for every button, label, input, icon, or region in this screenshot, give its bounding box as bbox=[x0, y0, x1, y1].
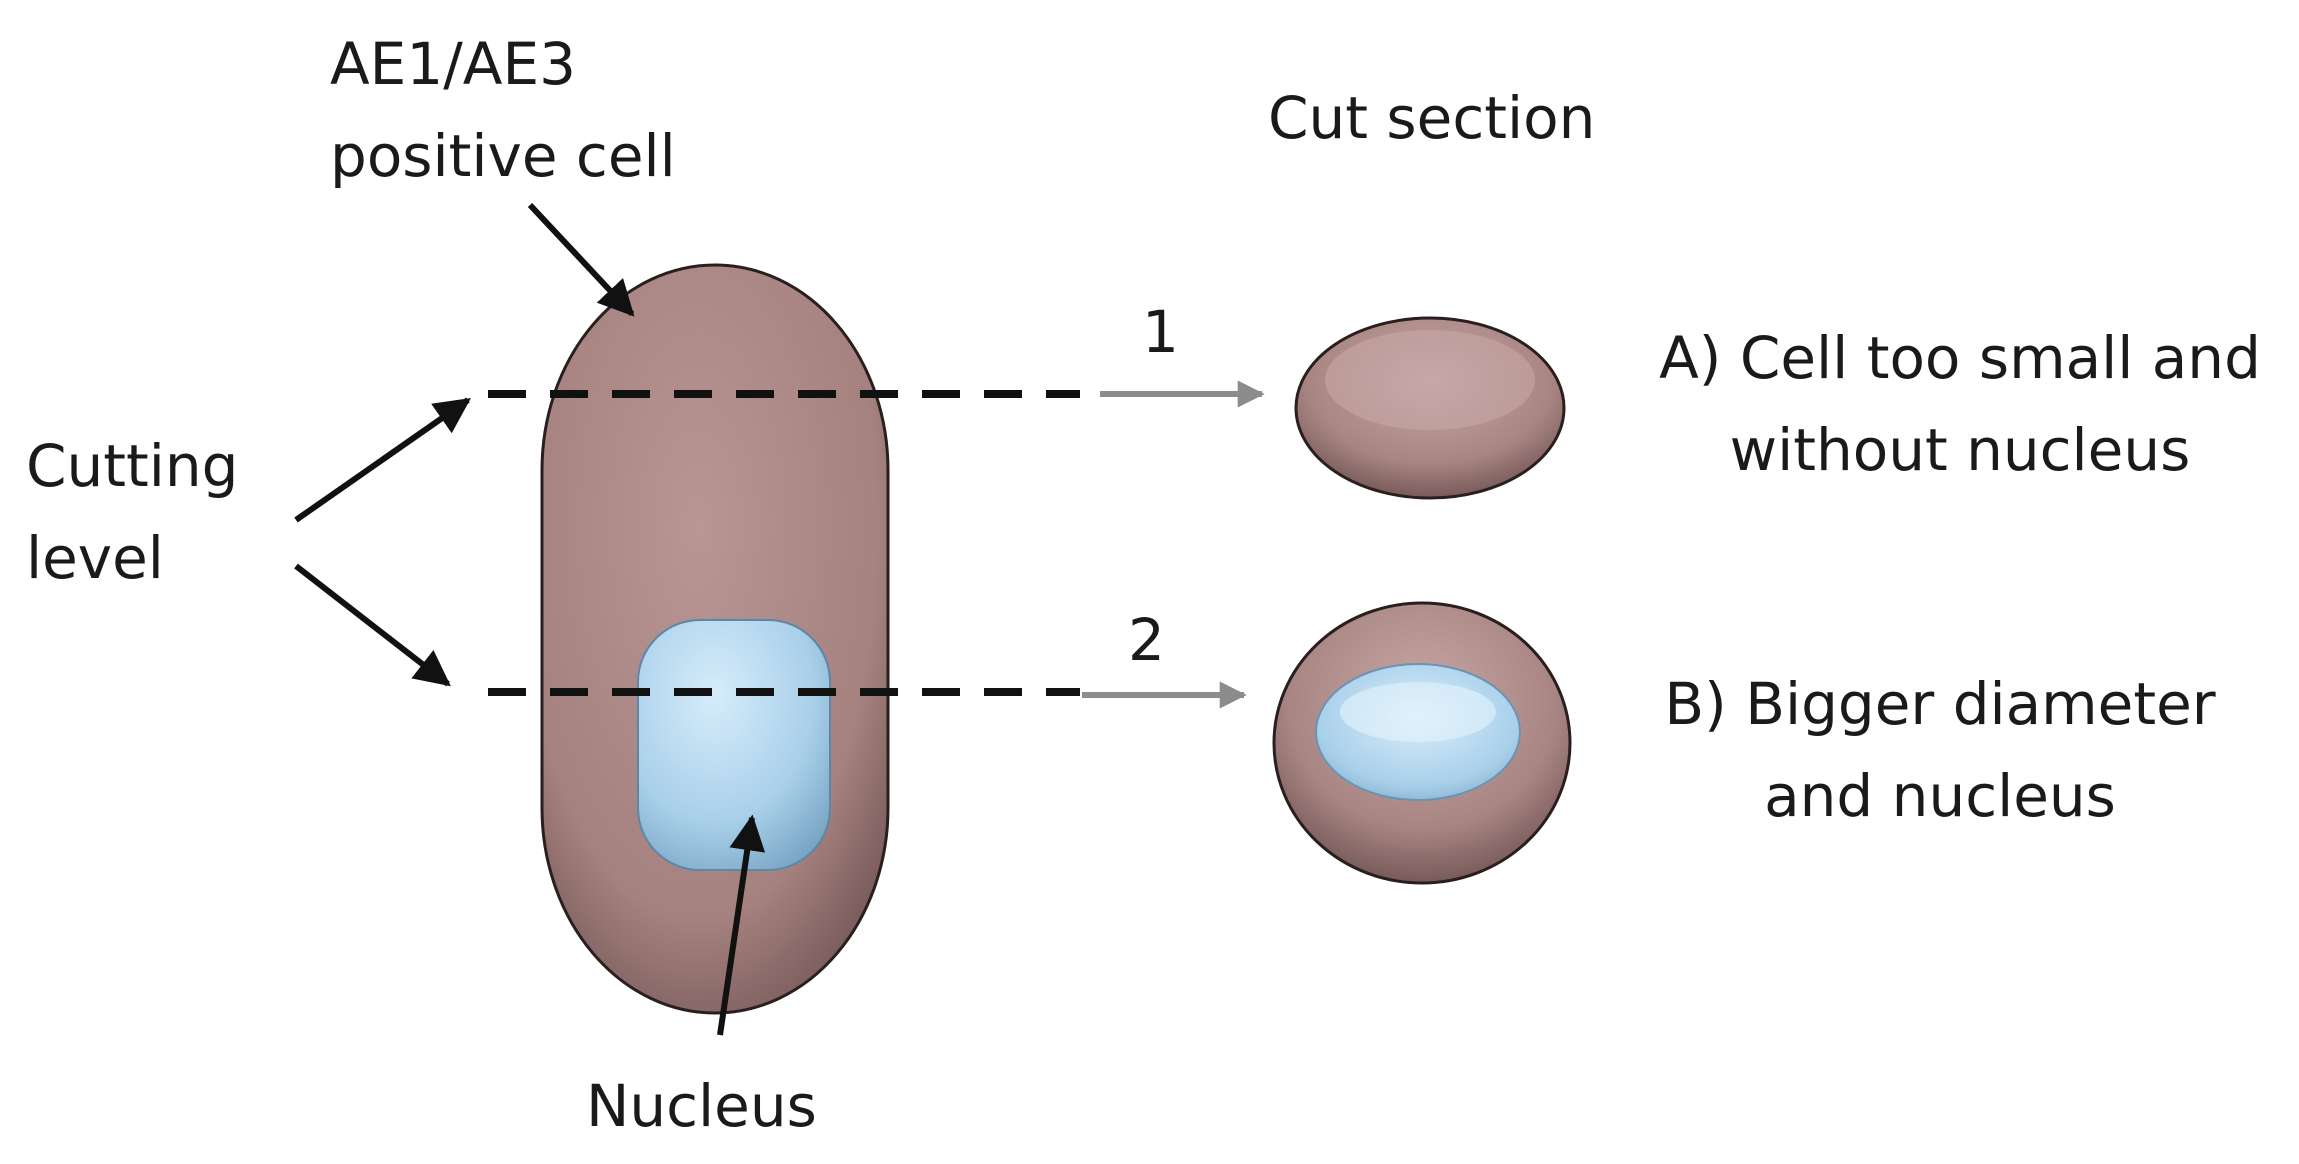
arrow-cell-title bbox=[527, 202, 635, 317]
result-a-label: A) Cell too small and without nucleus bbox=[1620, 312, 2299, 496]
level-1-number: 1 bbox=[1142, 298, 1179, 366]
cell-title-line1: AE1/AE3 bbox=[330, 30, 576, 98]
cutting-level-line1: Cutting bbox=[26, 432, 239, 500]
arrow-cutting-level-2 bbox=[294, 563, 451, 687]
result-b-label: B) Bigger diameter and nucleus bbox=[1630, 658, 2250, 842]
cell-title-label: AE1/AE3 positive cell bbox=[330, 18, 676, 202]
arrow-nucleus bbox=[717, 814, 766, 1036]
cutting-level-label: Cutting level bbox=[26, 420, 238, 604]
result-b-line1: B) Bigger diameter bbox=[1664, 670, 2216, 738]
cutting-level-line2: level bbox=[26, 524, 164, 592]
cut-section-heading: Cut section bbox=[1268, 72, 1595, 164]
result-a-line2: without nucleus bbox=[1729, 416, 2191, 484]
result-b-line2: and nucleus bbox=[1764, 762, 2116, 830]
arrow-cutting-level-1 bbox=[294, 397, 471, 523]
cut-section-heading-text: Cut section bbox=[1268, 84, 1596, 152]
cut-section-a-highlight bbox=[1325, 330, 1535, 430]
cut-section-b-nucleus-highlight bbox=[1340, 682, 1496, 742]
result-a-line1: A) Cell too small and bbox=[1659, 324, 2261, 392]
cell-title-line2: positive cell bbox=[330, 122, 676, 190]
nucleus-label-text: Nucleus bbox=[586, 1072, 817, 1140]
nucleus-body bbox=[637, 619, 831, 871]
nucleus-label: Nucleus bbox=[586, 1060, 817, 1152]
level-2-number: 2 bbox=[1128, 606, 1165, 674]
